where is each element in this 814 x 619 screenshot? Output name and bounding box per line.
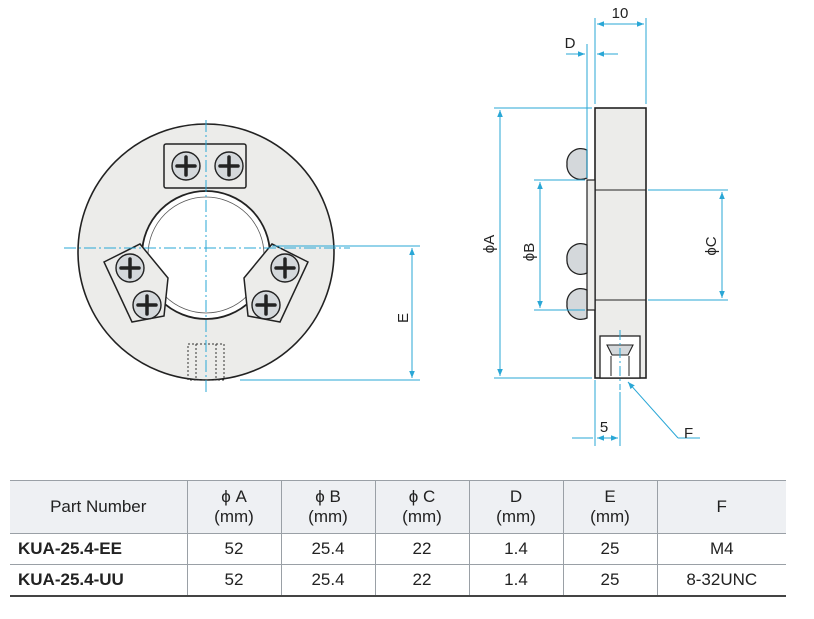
header-part-number: Part Number	[10, 480, 188, 534]
table-row: KUA-25.4-UU 52 25.4 22 1.4 25 8-32UNC	[10, 564, 786, 597]
side-view: 10 D ϕA ϕB ϕC	[481, 5, 728, 446]
dimension-f: F	[627, 381, 700, 442]
dimension-b-label: ϕB	[521, 243, 538, 261]
dimension-a: ϕA	[481, 107, 592, 379]
dimension-d: D	[565, 35, 618, 178]
table-header-row: Part Number ϕ A(mm) ϕ B(mm) ϕ C(mm) D(mm…	[10, 480, 786, 534]
dimension-width: 10	[594, 5, 647, 104]
right-clamp-plate	[243, 243, 309, 323]
dimension-width-label: 10	[612, 5, 629, 22]
f-cell: 8-32UNC	[656, 564, 786, 597]
dimension-e: E	[240, 245, 420, 381]
header-e: E(mm)	[562, 480, 658, 534]
top-clamp-plate	[163, 143, 247, 189]
screw-icon	[132, 290, 162, 320]
header-f: F	[656, 480, 786, 534]
dimension-e-label: E	[395, 313, 412, 323]
dimension-c-label: ϕC	[703, 236, 720, 255]
phi-a-cell: 52	[186, 564, 282, 597]
dimension-five-label: 5	[600, 419, 608, 436]
dimension-d-label: D	[565, 35, 576, 52]
phi-c-cell: 22	[374, 564, 470, 597]
phi-b-cell: 25.4	[280, 533, 376, 565]
spec-table: Part Number ϕ A(mm) ϕ B(mm) ϕ C(mm) D(mm…	[10, 480, 786, 597]
screw-icon	[270, 253, 300, 283]
e-cell: 25	[562, 533, 658, 565]
phi-c-cell: 22	[374, 533, 470, 565]
header-phi-c: ϕ C(mm)	[374, 480, 470, 534]
technical-drawing: E 10	[64, 5, 728, 446]
center-lines	[64, 120, 350, 392]
header-phi-b: ϕ B(mm)	[280, 480, 376, 534]
left-clamp-plate	[103, 243, 169, 323]
header-d: D(mm)	[468, 480, 564, 534]
screw-icon	[115, 253, 145, 283]
dimension-b: ϕB	[521, 179, 585, 311]
front-view: E	[64, 120, 420, 392]
dimension-five: 5	[572, 380, 621, 446]
screw-icon	[566, 242, 588, 276]
screw-icon	[214, 151, 244, 181]
f-cell: M4	[656, 533, 786, 565]
dimension-f-label: F	[684, 425, 693, 442]
screw-icon	[251, 290, 281, 320]
part-number-cell: KUA-25.4-EE	[10, 533, 188, 565]
d-cell: 1.4	[468, 564, 564, 597]
dimension-a-label: ϕA	[481, 235, 498, 253]
part-number-cell: KUA-25.4-UU	[10, 564, 188, 597]
dimension-c: ϕC	[648, 189, 728, 301]
phi-b-cell: 25.4	[280, 564, 376, 597]
screw-icon	[566, 147, 588, 181]
d-cell: 1.4	[468, 533, 564, 565]
table-row: KUA-25.4-EE 52 25.4 22 1.4 25 M4	[10, 533, 786, 565]
screw-icon	[171, 151, 201, 181]
phi-a-cell: 52	[186, 533, 282, 565]
screw-icon	[566, 287, 588, 321]
e-cell: 25	[562, 564, 658, 597]
header-phi-a: ϕ A(mm)	[186, 480, 282, 534]
